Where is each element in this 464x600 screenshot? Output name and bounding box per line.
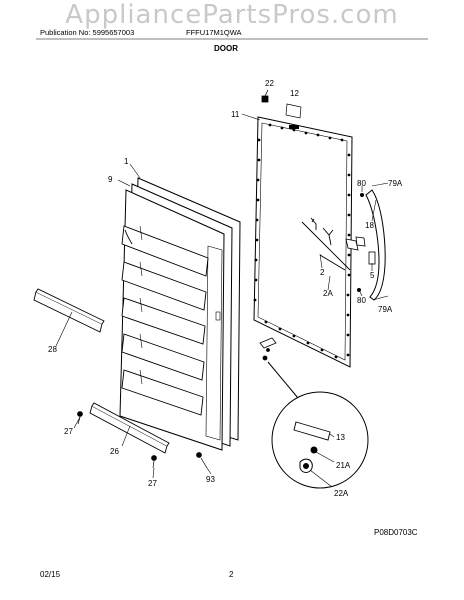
- latch-assembly: [301, 217, 351, 271]
- publication-number: Publication No: 5995657003: [40, 28, 135, 37]
- callout-18: 18: [365, 221, 374, 230]
- outer-door-panel: [253, 116, 353, 368]
- callout-11: 11: [231, 110, 240, 119]
- door-handle: [365, 189, 386, 301]
- handle-bracket: [345, 236, 366, 251]
- leader-lines: [55, 113, 389, 488]
- callout-93: 93: [206, 475, 215, 484]
- label-plate: [289, 125, 299, 129]
- callout-27-top: 27: [64, 427, 73, 436]
- callout-79A-bottom: 79A: [378, 305, 393, 314]
- callout-22: 22: [265, 79, 274, 88]
- callout-2: 2: [320, 268, 325, 277]
- diagram-code: P08D0703C: [374, 528, 418, 537]
- callout-80-bottom: 80: [357, 296, 366, 305]
- section-title: DOOR: [214, 44, 238, 53]
- callout-5: 5: [370, 271, 375, 280]
- callout-26: 26: [110, 447, 119, 456]
- callout-12: 12: [290, 89, 299, 98]
- callout-2A: 2A: [323, 289, 333, 298]
- callout-1: 1: [124, 157, 129, 166]
- screw-27-bottom: [151, 455, 157, 469]
- model-number: FFFU17M1QWA: [186, 28, 242, 37]
- door-shelves: [121, 225, 223, 441]
- screw-93: [196, 452, 208, 469]
- callout-labels: 22 12 11 1 9 80 79A 18 2 5 2A 80 79A 28 …: [48, 79, 403, 498]
- callout-80-top: 80: [357, 179, 366, 188]
- handle-spacer-5: [368, 251, 376, 265]
- shelf-bar-28: [33, 288, 105, 333]
- callout-79A-top: 79A: [388, 179, 403, 188]
- callout-22A: 22A: [334, 489, 349, 498]
- hinge-detail-circle: [267, 361, 369, 489]
- screw-27-top: [77, 411, 83, 425]
- callout-9: 9: [108, 175, 113, 184]
- shelf-fronts: [139, 225, 143, 385]
- callout-13: 13: [336, 433, 345, 442]
- callout-27-bottom: 27: [148, 479, 157, 488]
- callout-28: 28: [48, 345, 57, 354]
- callout-21A: 21A: [336, 461, 351, 470]
- bottom-hinge-small: [259, 337, 277, 361]
- liner-clip: [215, 311, 221, 321]
- footer-page-number: 2: [229, 570, 234, 579]
- part-label-card: [285, 103, 302, 119]
- handle-screws: [357, 193, 364, 292]
- screw-22: [261, 89, 269, 103]
- watermark: AppliancePartsPros.com: [65, 0, 399, 30]
- footer-date: 02/15: [40, 570, 61, 579]
